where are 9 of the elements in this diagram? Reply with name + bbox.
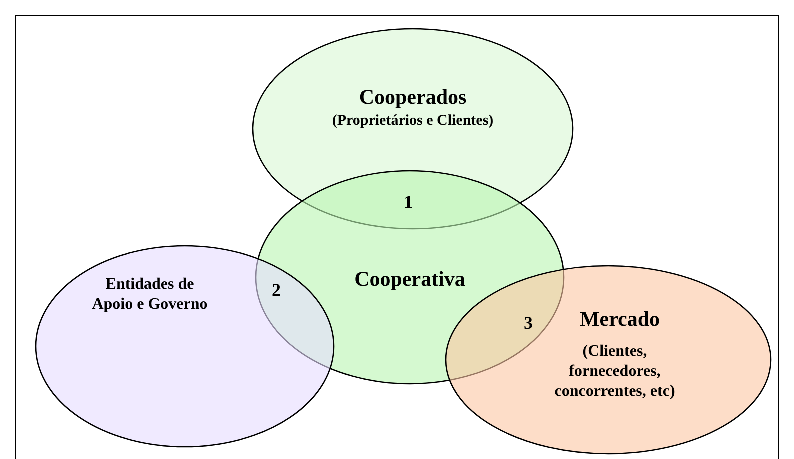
set-title: Cooperados xyxy=(358,84,468,110)
region-number: 2 xyxy=(272,280,281,301)
set-title: Entidades de Apoio e Governo xyxy=(91,275,209,315)
region-number: 1 xyxy=(404,192,413,213)
set-description: (Clientes, fornecedores, concorrentes, etc) xyxy=(554,342,676,402)
region-number: 3 xyxy=(524,313,533,334)
set-title: Mercado xyxy=(578,306,662,332)
set-description: (Proprietários e Clientes) xyxy=(331,112,495,131)
set-title: Cooperativa xyxy=(354,266,466,292)
